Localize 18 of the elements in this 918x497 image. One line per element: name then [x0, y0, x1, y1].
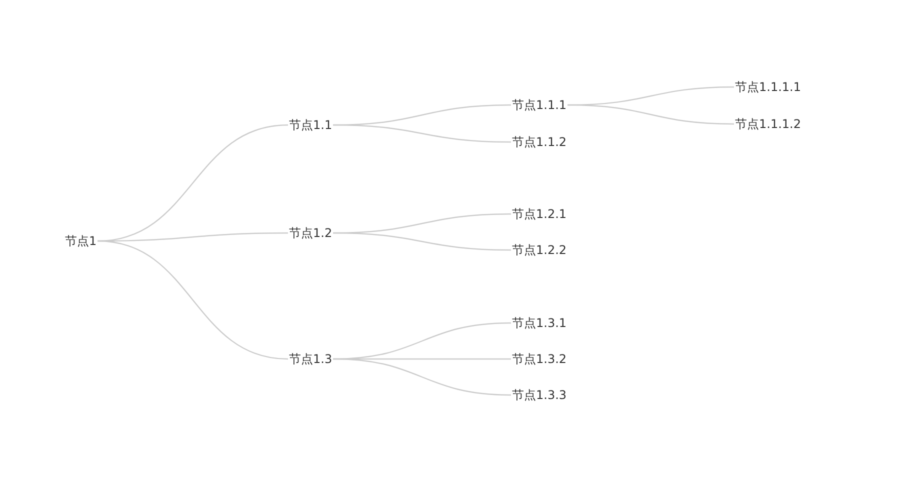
tree-connector	[568, 104, 734, 125]
node-label: 节点1.1.1.2	[734, 116, 802, 132]
node-label: 节点1.3.2	[511, 351, 568, 367]
node-label: 节点1.3.3	[511, 387, 568, 403]
node-label: 节点1.2.1	[511, 206, 568, 222]
node-label: 节点1.3.1	[511, 315, 568, 331]
node-label: 节点1.1.1	[511, 97, 568, 113]
tree-connector	[98, 240, 288, 360]
tree-connector	[333, 358, 512, 396]
node-label: 节点1.1.2	[511, 134, 568, 150]
tree-connector	[333, 232, 511, 251]
node-label: 节点1.1.1.1	[734, 79, 802, 95]
node-label: 节点1.2.2	[511, 242, 568, 258]
node-label: 节点1	[64, 233, 98, 249]
tree-connector	[333, 124, 511, 143]
node-label: 节点1.1	[288, 117, 334, 133]
node-label: 节点1.2	[288, 225, 334, 241]
node-label: 节点1.3	[288, 351, 334, 367]
